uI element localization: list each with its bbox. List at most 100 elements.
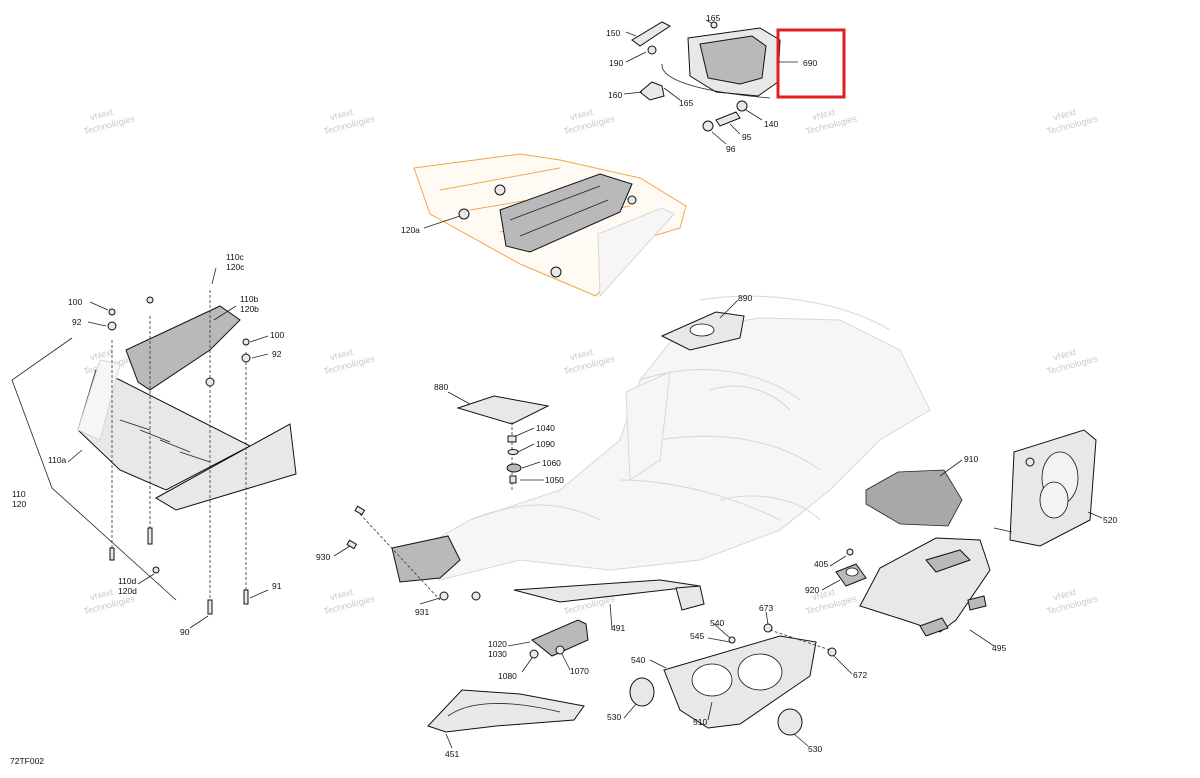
callout-545[interactable]: 545	[690, 631, 704, 641]
callout-520[interactable]: 520	[1103, 515, 1117, 525]
callout-910[interactable]: 910	[964, 454, 978, 464]
callout-165-b[interactable]: 165	[679, 98, 693, 108]
callout-110c-120c[interactable]: 110c 120c	[226, 252, 245, 272]
trim-451[interactable]	[427, 689, 585, 733]
callout-890[interactable]: 890	[738, 293, 752, 303]
nut-931[interactable]	[439, 591, 449, 601]
fastener[interactable]	[550, 266, 562, 278]
ring-405[interactable]	[845, 567, 859, 577]
callout-100[interactable]: 100	[68, 297, 82, 307]
grommet-140[interactable]	[736, 100, 748, 112]
callout-540[interactable]: 540	[710, 618, 724, 628]
washer-92[interactable]	[241, 353, 251, 363]
callout-120a[interactable]: 120a	[401, 225, 420, 235]
callout-190[interactable]: 190	[609, 58, 623, 68]
speaker-cap-530[interactable]	[777, 708, 803, 736]
callout-1080[interactable]: 1080	[498, 671, 517, 681]
speaker-cap-530[interactable]	[629, 677, 655, 707]
callout-530-b[interactable]: 530	[808, 744, 822, 754]
footrest-bracket-110b[interactable]	[125, 305, 241, 391]
screw-1070[interactable]	[555, 645, 565, 655]
mat-910[interactable]	[865, 469, 963, 527]
footrest-side-panel[interactable]	[154, 423, 297, 511]
speaker-bracket-510[interactable]	[663, 635, 817, 729]
grommet-1060[interactable]	[506, 463, 522, 473]
nut-100[interactable]	[108, 308, 116, 316]
callout-1060[interactable]: 1060	[542, 458, 561, 468]
callout-110-120[interactable]: 110 120	[12, 489, 26, 509]
callout-405[interactable]: 405	[814, 559, 828, 569]
fastener[interactable]	[627, 195, 637, 205]
nut[interactable]	[152, 566, 160, 574]
callout-110a[interactable]: 110a	[48, 455, 67, 465]
spacer-1050[interactable]	[509, 475, 517, 484]
nut-100[interactable]	[242, 338, 250, 346]
footrest-bracket-120a[interactable]	[499, 173, 633, 253]
clip-545[interactable]	[728, 636, 736, 644]
fastener[interactable]	[458, 208, 470, 220]
washer-1090[interactable]	[507, 449, 519, 455]
screw-930[interactable]	[354, 505, 366, 516]
screw-930[interactable]	[346, 539, 358, 550]
bolt[interactable]	[147, 527, 153, 545]
callout-672[interactable]: 672	[853, 670, 867, 680]
callout-540-b[interactable]: 540	[631, 655, 645, 665]
washer-92[interactable]	[107, 321, 117, 331]
callout-160[interactable]: 160	[608, 90, 622, 100]
footrest-platform-120a[interactable]	[413, 153, 687, 298]
callout-110b-120b[interactable]: 110b 120b	[240, 294, 259, 314]
callout-451[interactable]: 451	[445, 749, 459, 759]
callout-110d-120d[interactable]: 110d 120d	[118, 576, 137, 596]
callout-1040[interactable]: 1040	[536, 423, 555, 433]
screw-165[interactable]	[710, 21, 718, 29]
bracket-1020-1030[interactable]	[531, 619, 589, 657]
nut-190[interactable]	[647, 45, 657, 55]
callout-530[interactable]: 530	[607, 712, 621, 722]
nut-1080[interactable]	[529, 649, 539, 659]
bracket-right[interactable]	[675, 585, 705, 611]
bolt-90[interactable]	[207, 599, 213, 615]
callout-931[interactable]: 931	[415, 607, 429, 617]
callout-690[interactable]: 690	[803, 58, 817, 68]
callout-1050[interactable]: 1050	[545, 475, 564, 485]
callout-100-b[interactable]: 100	[270, 330, 284, 340]
fastener[interactable]	[494, 184, 506, 196]
grommet-673[interactable]	[763, 623, 773, 633]
callout-95[interactable]: 95	[742, 132, 752, 142]
callout-91[interactable]: 91	[272, 581, 282, 591]
panel-495[interactable]	[859, 537, 991, 637]
nut-672[interactable]	[827, 647, 837, 657]
bracket-150[interactable]	[631, 21, 671, 47]
callout-1020-1030[interactable]: 1020 1030	[488, 639, 507, 659]
callout-491[interactable]: 491	[611, 623, 625, 633]
callout-90[interactable]: 90	[180, 627, 190, 637]
callout-930[interactable]: 930	[316, 552, 330, 562]
body-shell[interactable]	[398, 317, 931, 581]
callout-92[interactable]: 92	[72, 317, 82, 327]
callout-1070[interactable]: 1070	[570, 666, 589, 676]
callout-880[interactable]: 880	[434, 382, 448, 392]
screw-95[interactable]	[715, 111, 741, 127]
nut-100[interactable]	[146, 296, 154, 304]
callout-140[interactable]: 140	[764, 119, 778, 129]
callout-495[interactable]: 495	[992, 643, 1006, 653]
body-side-panel[interactable]	[391, 535, 461, 583]
bolt[interactable]	[109, 547, 115, 561]
bolt-91[interactable]	[243, 589, 249, 605]
callout-1090[interactable]: 1090	[536, 439, 555, 449]
nut-931[interactable]	[471, 591, 481, 601]
callout-92-b[interactable]: 92	[272, 349, 282, 359]
glovebox-lid[interactable]	[699, 35, 767, 85]
callout-150[interactable]: 150	[606, 28, 620, 38]
screw-1040[interactable]	[507, 435, 517, 443]
callout-96[interactable]: 96	[726, 144, 736, 154]
speaker-housing-520[interactable]	[993, 429, 1097, 547]
callout-673[interactable]: 673	[759, 603, 773, 613]
callout-165[interactable]: 165	[706, 13, 720, 23]
screw-405[interactable]	[846, 548, 854, 556]
callout-510[interactable]: 510	[693, 717, 707, 727]
bracket-160[interactable]	[639, 81, 665, 101]
washer[interactable]	[205, 377, 215, 387]
callout-920[interactable]: 920	[805, 585, 819, 595]
nut-96[interactable]	[702, 120, 714, 132]
